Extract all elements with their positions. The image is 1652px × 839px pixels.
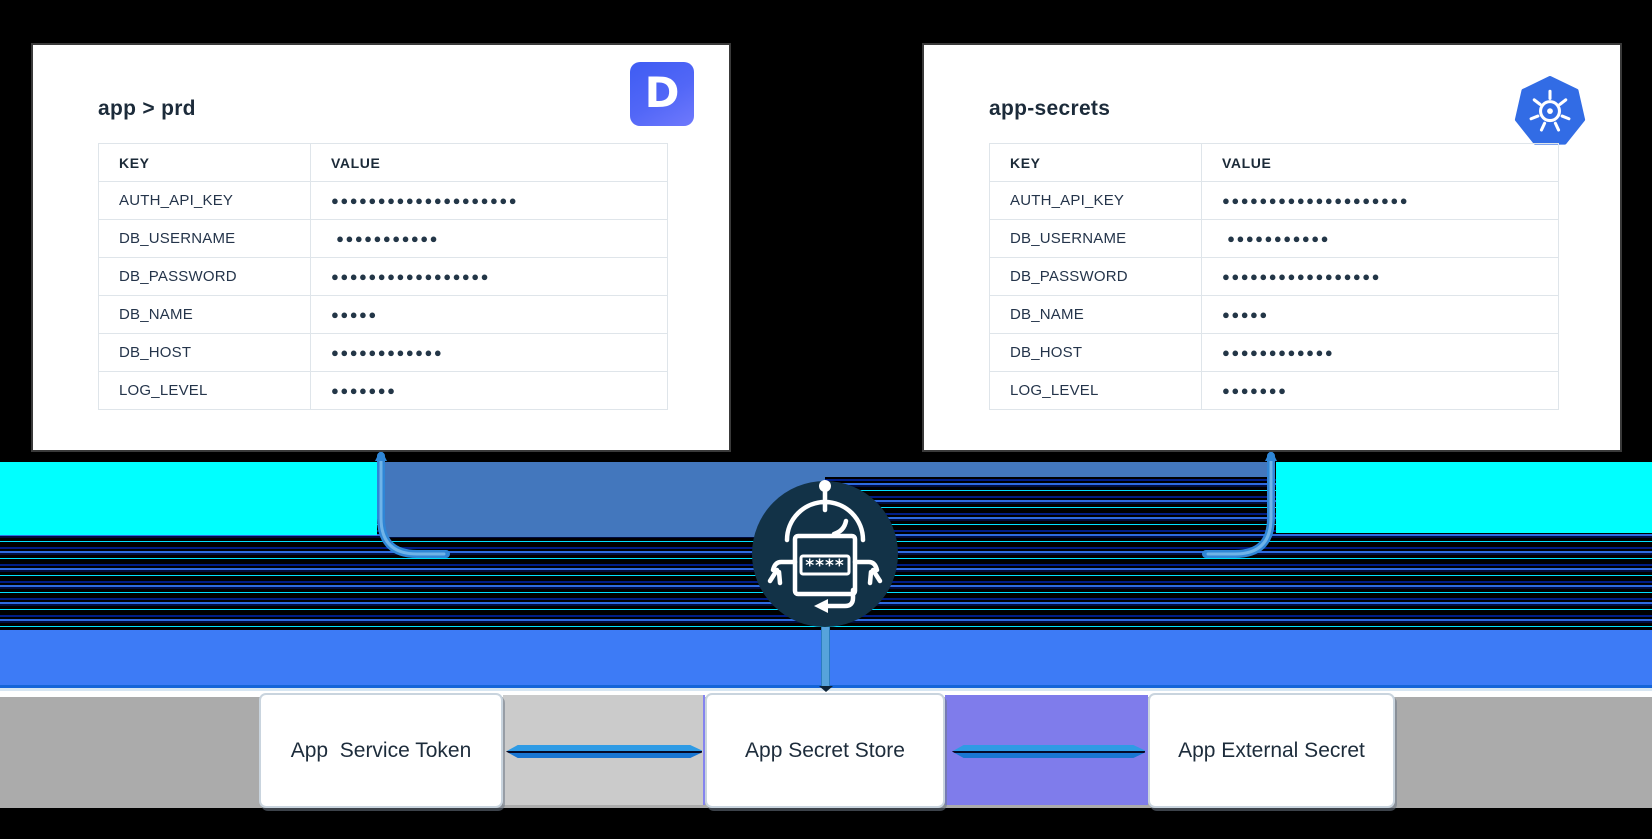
masked-value-cell: ●●●●●●●●●●● [310, 219, 668, 258]
key-cell: DB_NAME [989, 295, 1202, 334]
key-cell: DB_NAME [98, 295, 311, 334]
masked-value-cell: ●●●●●●●●●●●●●●●●●●●● [310, 181, 668, 220]
table-row: DB_PASSWORD ●●●●●●●●●●●●●●●●● [989, 257, 1559, 296]
doppler-letter: D [644, 67, 680, 117]
key-cell: DB_HOST [98, 333, 311, 372]
cyan-band-right [1276, 462, 1652, 533]
masked-value-cell: ●●●●●●● [310, 371, 668, 410]
service-token-box: App Service Token [259, 693, 503, 808]
steel-blue-band-right [825, 462, 1268, 477]
masked-value-cell: ●●●●●●●●●●● [1201, 219, 1559, 258]
kubernetes-icon [1514, 76, 1586, 145]
masked-value-cell: ●●●●●●●●●●●●●●●●● [310, 257, 668, 296]
masked-value-cell: ●●●●●●●●●●●●●●●●● [1201, 257, 1559, 296]
kubernetes-card: app-secrets KEY VALUE AUTH_API_KE [922, 43, 1622, 452]
table-row: AUTH_API_KEY ●●●●●●●●●●●●●●●●●●●● [98, 181, 668, 220]
secret-store-label: App Secret Store [745, 738, 905, 762]
table-row: DB_NAME ●●●●● [98, 295, 668, 334]
masked-value-cell: ●●●●● [1201, 295, 1559, 334]
table-row: DB_HOST ●●●●●●●●●●●● [98, 333, 668, 372]
table-row: LOG_LEVEL ●●●●●●● [98, 371, 668, 410]
table-row: AUTH_API_KEY ●●●●●●●●●●●●●●●●●●●● [989, 181, 1559, 220]
key-cell: LOG_LEVEL [98, 371, 311, 410]
key-cell: DB_USERNAME [989, 219, 1202, 258]
doppler-icon: D [630, 62, 694, 126]
service-token-label: App Service Token [290, 738, 472, 762]
masked-value-cell: ●●●●●●●●●●●● [1201, 333, 1559, 372]
doppler-secrets-table: KEY VALUE AUTH_API_KEY ●●●●●●●●●●●●●●●●●… [98, 143, 668, 410]
key-cell: DB_USERNAME [98, 219, 311, 258]
secret-store-box: App Secret Store [705, 693, 945, 808]
key-column-header: KEY [989, 143, 1202, 182]
masked-value-cell: ●●●●●●●●●●●●●●●●●●●● [1201, 181, 1559, 220]
kubernetes-secrets-table: KEY VALUE AUTH_API_KEY ●●●●●●●●●●●●●●●●●… [989, 143, 1559, 410]
key-column-header: KEY [98, 143, 311, 182]
robot-to-store-arrow-tip [819, 686, 833, 692]
masked-value-cell: ●●●●● [310, 295, 668, 334]
cyan-band-left [0, 462, 377, 535]
masked-value-cell: ●●●●●●● [1201, 371, 1559, 410]
table-row: DB_USERNAME ●●●●●●●●●●● [989, 219, 1559, 258]
table-row: DB_PASSWORD ●●●●●●●●●●●●●●●●● [98, 257, 668, 296]
kubernetes-card-title: app-secrets [989, 97, 1111, 120]
key-cell: LOG_LEVEL [989, 371, 1202, 410]
value-column-header: VALUE [1201, 143, 1559, 182]
doppler-card: app > prd D KEY VALUE AUTH_API_KEY ●●●●●… [31, 43, 731, 452]
doppler-card-title: app > prd [98, 97, 196, 120]
key-cell: AUTH_API_KEY [989, 181, 1202, 220]
table-row: DB_USERNAME ●●●●●●●●●●● [98, 219, 668, 258]
external-secret-box: App External Secret [1148, 693, 1395, 808]
key-cell: DB_PASSWORD [98, 257, 311, 296]
key-cell: AUTH_API_KEY [98, 181, 311, 220]
table-row: DB_NAME ●●●●● [989, 295, 1559, 334]
masked-value-cell: ●●●●●●●●●●●● [310, 333, 668, 372]
key-cell: DB_HOST [989, 333, 1202, 372]
robot-to-store-connector [821, 627, 830, 688]
key-cell: DB_PASSWORD [989, 257, 1202, 296]
token-to-store-arrow [506, 745, 702, 758]
external-secret-label: App External Secret [1178, 738, 1365, 762]
table-row: DB_HOST ●●●●●●●●●●●● [989, 333, 1559, 372]
value-column-header: VALUE [310, 143, 668, 182]
table-row: LOG_LEVEL ●●●●●●● [989, 371, 1559, 410]
store-to-external-arrow [952, 745, 1145, 758]
steel-blue-band-left [385, 462, 825, 537]
